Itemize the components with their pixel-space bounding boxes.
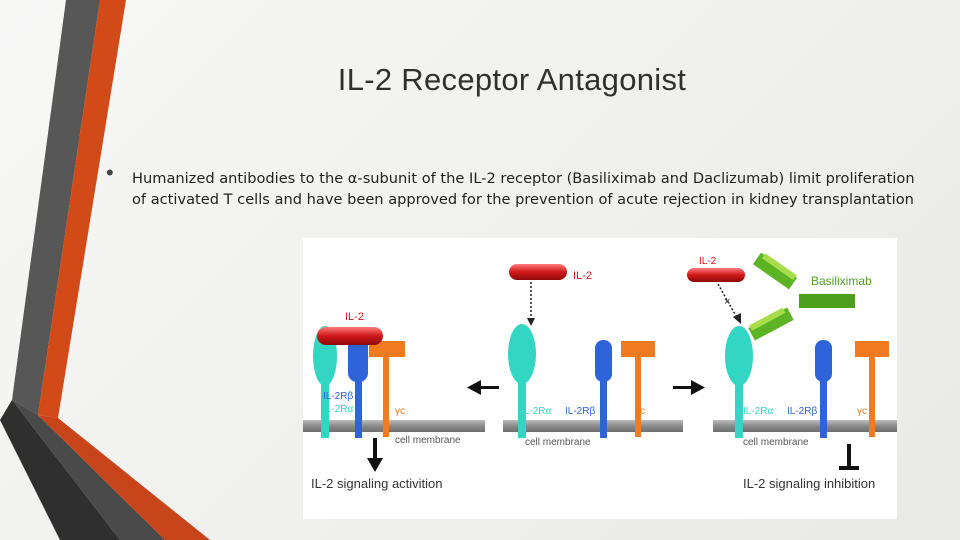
gamma-c-right [855, 341, 889, 357]
block-x-icon: × [724, 296, 730, 308]
gamma-c [369, 341, 405, 357]
bullet-text: Humanized antibodies to the α-subunit of… [132, 170, 915, 208]
label-basiliximab: Basiliximab [811, 274, 872, 288]
il2r-alpha-right [725, 326, 753, 386]
down-arrow-icon [367, 458, 383, 472]
bullet-marker: • [106, 160, 114, 185]
il2r-beta [348, 334, 368, 382]
label-il2rb-middle: IL-2Rβ [565, 406, 595, 417]
panel-inhibition: IL-2 × Basiliximab IL-2Rα IL-2Rβ γc cell… [687, 252, 889, 491]
label-il2rb-right: IL-2Rβ [787, 406, 817, 417]
basiliximab-antibody [748, 252, 855, 341]
il2-blocked [687, 268, 745, 282]
label-gamma-c: γc [395, 406, 405, 417]
label-il2ra-right: IL-2Rα [743, 406, 773, 417]
label-activation: IL-2 signaling activition [311, 476, 443, 491]
label-gamma-c-middle: γc [635, 406, 645, 417]
il2r-alpha-middle [508, 324, 536, 384]
il2-bound [317, 327, 383, 345]
il2-free [509, 264, 567, 280]
label-il2rb: IL-2Rβ [323, 391, 353, 402]
label-gamma-c-right: γc [857, 406, 867, 417]
label-il2ra-middle: IL-2Rα [521, 406, 551, 417]
label-il2: IL-2 [345, 311, 364, 323]
il2r-beta-right [815, 340, 832, 382]
panel-activation: IL-2 IL-2Rβ IL-2Rα γc cell membrane IL-2… [311, 311, 461, 491]
il2-receptor-diagram: IL-2 IL-2Rβ IL-2Rα γc cell membrane IL-2… [303, 252, 897, 491]
label-il2-right: IL-2 [699, 256, 717, 267]
membrane-left [303, 420, 485, 432]
label-il2-middle: IL-2 [573, 270, 592, 282]
gamma-c-middle [621, 341, 655, 357]
arrow-right-icon [673, 380, 705, 395]
arrow-left-icon [467, 380, 499, 395]
label-il2ra: IL-2Rα [323, 404, 353, 415]
label-membrane-middle: cell membrane [525, 437, 591, 448]
il2r-beta-middle [595, 340, 612, 382]
panel-unbound: IL-2 IL-2Rα IL-2Rβ γc cell membrane [508, 264, 655, 448]
inhibition-bar-icon [839, 466, 859, 470]
label-membrane-right: cell membrane [743, 437, 809, 448]
membrane-middle [503, 420, 683, 432]
label-inhibition: IL-2 signaling inhibition [743, 476, 875, 491]
il2-receptor-figure: IL-2 IL-2Rβ IL-2Rα γc cell membrane IL-2… [303, 238, 897, 519]
label-membrane: cell membrane [395, 435, 461, 446]
slide-title: IL-2 Receptor Antagonist [337, 62, 687, 97]
membrane-right [713, 420, 897, 432]
